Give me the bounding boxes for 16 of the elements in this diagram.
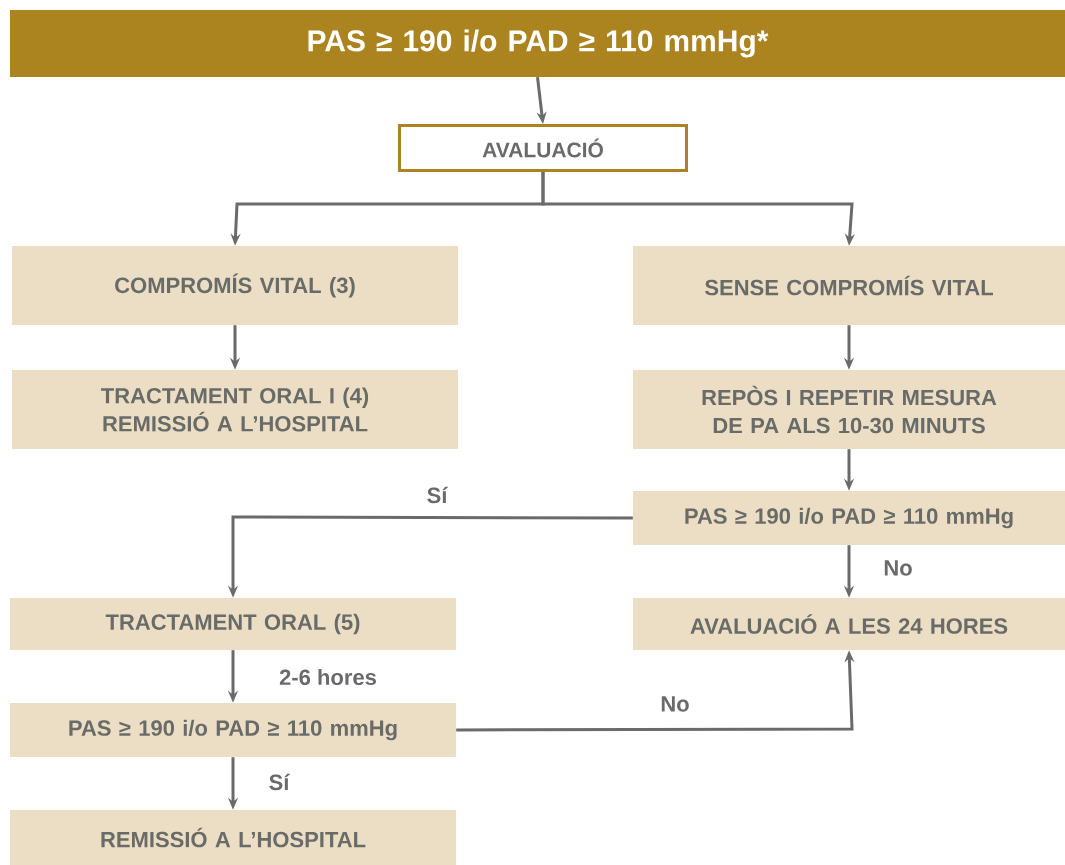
process-box: TRACTAMENT ORAL (5) xyxy=(10,598,456,650)
process-box: PAS ≥ 190 i/o PAD ≥ 110 mmHg xyxy=(10,703,456,757)
edge-label: Sí xyxy=(267,772,291,792)
process-box: REMISSIÓ A L’HOSPITAL xyxy=(10,810,456,865)
edge-label: No xyxy=(659,695,691,713)
process-box: SENSE COMPROMÍS VITAL xyxy=(633,246,1065,325)
edge-label: 2-6 hores xyxy=(278,667,378,687)
process-box: PAS ≥ 190 i/o PAD ≥ 110 mmHg xyxy=(633,491,1065,545)
process-box: TRACTAMENT ORAL I (4) REMISSIÓ A L’HOSPITAL xyxy=(12,370,458,449)
process-box: COMPROMÍS VITAL (3) xyxy=(12,246,458,325)
process-box: AVALUACIÓ xyxy=(398,124,688,172)
process-box: AVALUACIÓ A LES 24 HORES xyxy=(633,598,1065,650)
edge-label: Sí xyxy=(425,485,449,505)
edge-label: No xyxy=(882,559,914,577)
title-bar: PAS ≥ 190 i/o PAD ≥ 110 mmHg* xyxy=(10,10,1065,77)
process-box: REPÒS I REPETIR MESURA DE PA ALS 10-30 MINUTS xyxy=(633,370,1065,449)
